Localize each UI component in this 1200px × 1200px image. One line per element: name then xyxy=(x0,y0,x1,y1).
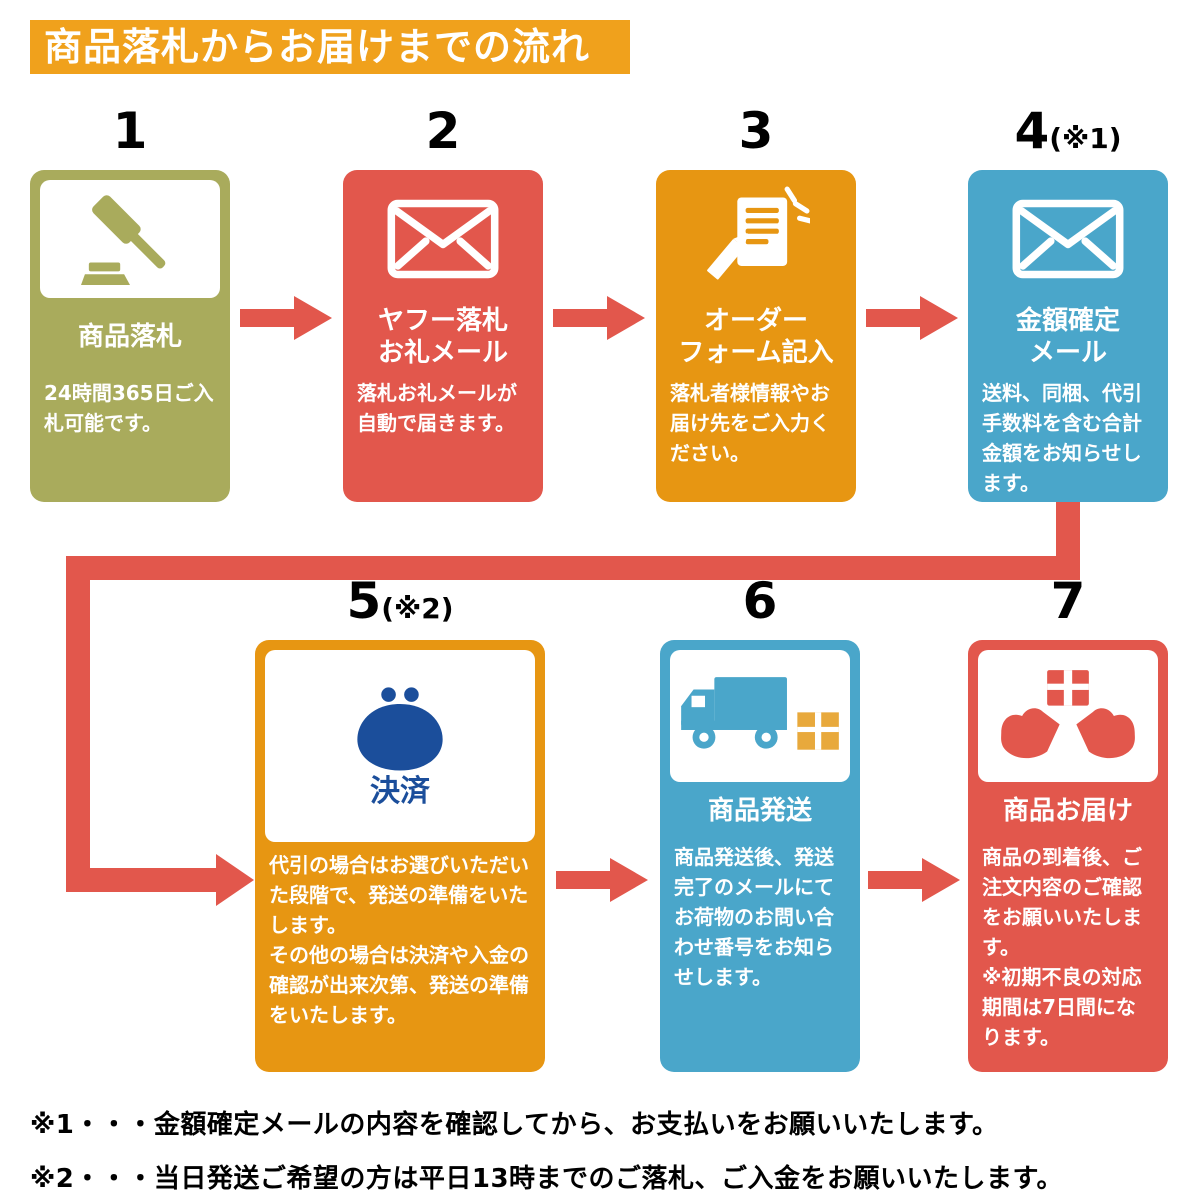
mail-icon xyxy=(1012,199,1124,279)
step1-icon-box xyxy=(40,180,220,298)
flow-connector-down-left xyxy=(66,556,90,892)
step5-icon-box: 決済 xyxy=(265,650,535,842)
hands-delivery-icon xyxy=(1001,670,1135,759)
step4-title: 金額確定 メール xyxy=(1015,305,1120,369)
step-number-3: 3 xyxy=(656,104,856,159)
flow-arrow-6-7-icon xyxy=(868,858,960,902)
page-title: 商品落札からお届けまでの流れ xyxy=(30,20,630,74)
step7-description: 商品の到着後、ご注文内容のご確認をお願いいたします。 ※初期不良の対応期間は7日… xyxy=(982,845,1142,1049)
parcel-box-icon xyxy=(797,711,839,750)
footnote-1: ※1・・・金額確定メールの内容を確認してから、お支払いをお願いいたします。 xyxy=(30,1110,999,1140)
step6-description: 商品発送後、発送完了のメールにてお荷物のお問い合わせ番号をお知らせします。 xyxy=(674,845,834,989)
step-card-order-form: オーダー フォーム記入 落札者様情報やお届け先をご入力ください。 xyxy=(656,170,856,502)
step5-title: 決済 xyxy=(370,774,430,809)
flow-arrow-3-4-icon xyxy=(866,296,958,340)
flow-connector-horizontal-bottom xyxy=(66,868,218,892)
step-card-thanks-mail: ヤフー落札 お礼メール 落札お礼メールが自動で届きます。 xyxy=(343,170,543,502)
step-number-2-value: 2 xyxy=(425,102,461,160)
step-number-4-note: (※1) xyxy=(1049,122,1122,155)
step-number-4-value: 4 xyxy=(1014,102,1050,160)
order-form-icon xyxy=(707,186,810,280)
step7-title: 商品お届け xyxy=(1002,795,1133,826)
step3-title: オーダー フォーム記入 xyxy=(678,305,834,369)
coin-purse-icon xyxy=(357,687,443,771)
gavel-icon xyxy=(81,195,166,286)
step2-icon-box xyxy=(353,180,533,298)
step1-title: 商品落札 xyxy=(77,321,182,352)
step7-icon-box xyxy=(978,650,1158,782)
step2-description: 落札お礼メールが自動で届きます。 xyxy=(357,381,517,435)
step6-title: 商品発送 xyxy=(707,795,812,826)
step1-description: 24時間365日ご入札可能です。 xyxy=(44,381,214,435)
step4-icon-box xyxy=(978,180,1158,298)
step-number-7-value: 7 xyxy=(1050,572,1086,630)
step-card-shipping: 商品発送 商品発送後、発送完了のメールにてお荷物のお問い合わせ番号をお知らせしま… xyxy=(660,640,860,1072)
step-number-5-value: 5 xyxy=(346,572,382,630)
step-card-payment: 決済 代引の場合はお選びいただいた段階で、発送の準備をいたします。 その他の場合… xyxy=(255,640,545,1072)
footnote-2: ※2・・・当日発送ご希望の方は平日13時までのご落札、ご入金をお願いいたします。 xyxy=(30,1164,1063,1194)
mail-icon xyxy=(387,199,499,279)
flow-connector-arrowhead-icon xyxy=(216,854,254,906)
step-number-5: 5(※2) xyxy=(255,574,545,629)
step-number-2: 2 xyxy=(343,104,543,159)
step-number-1-value: 1 xyxy=(112,102,148,160)
step-number-5-note: (※2) xyxy=(381,592,454,625)
step-number-7: 7 xyxy=(968,574,1168,629)
truck-icon xyxy=(681,676,839,750)
step-number-6-value: 6 xyxy=(742,572,778,630)
flow-arrow-1-2-icon xyxy=(240,296,332,340)
step-number-4: 4(※1) xyxy=(968,104,1168,159)
step-number-1: 1 xyxy=(30,104,230,159)
step-card-auction-win: 商品落札 24時間365日ご入札可能です。 xyxy=(30,170,230,502)
step6-icon-box xyxy=(670,650,850,782)
flow-connector-horizontal-top xyxy=(66,556,1080,580)
step3-description: 落札者様情報やお届け先をご入力ください。 xyxy=(670,381,830,465)
step5-description: 代引の場合はお選びいただいた段階で、発送の準備をいたします。 その他の場合は決済… xyxy=(269,853,529,1027)
step4-description: 送料、同梱、代引手数料を含む合計金額をお知らせします。 xyxy=(982,381,1142,495)
flow-arrow-5-6-icon xyxy=(556,858,648,902)
step-card-price-confirm-mail: 金額確定 メール 送料、同梱、代引手数料を含む合計金額をお知らせします。 xyxy=(968,170,1168,502)
step-number-6: 6 xyxy=(660,574,860,629)
step2-title: ヤフー落札 お礼メール xyxy=(377,305,508,369)
flow-arrow-2-3-icon xyxy=(553,296,645,340)
step-number-3-value: 3 xyxy=(738,102,774,160)
step-card-delivery: 商品お届け 商品の到着後、ご注文内容のご確認をお願いいたします。 ※初期不良の対… xyxy=(968,640,1168,1072)
step3-icon-box xyxy=(666,180,846,298)
